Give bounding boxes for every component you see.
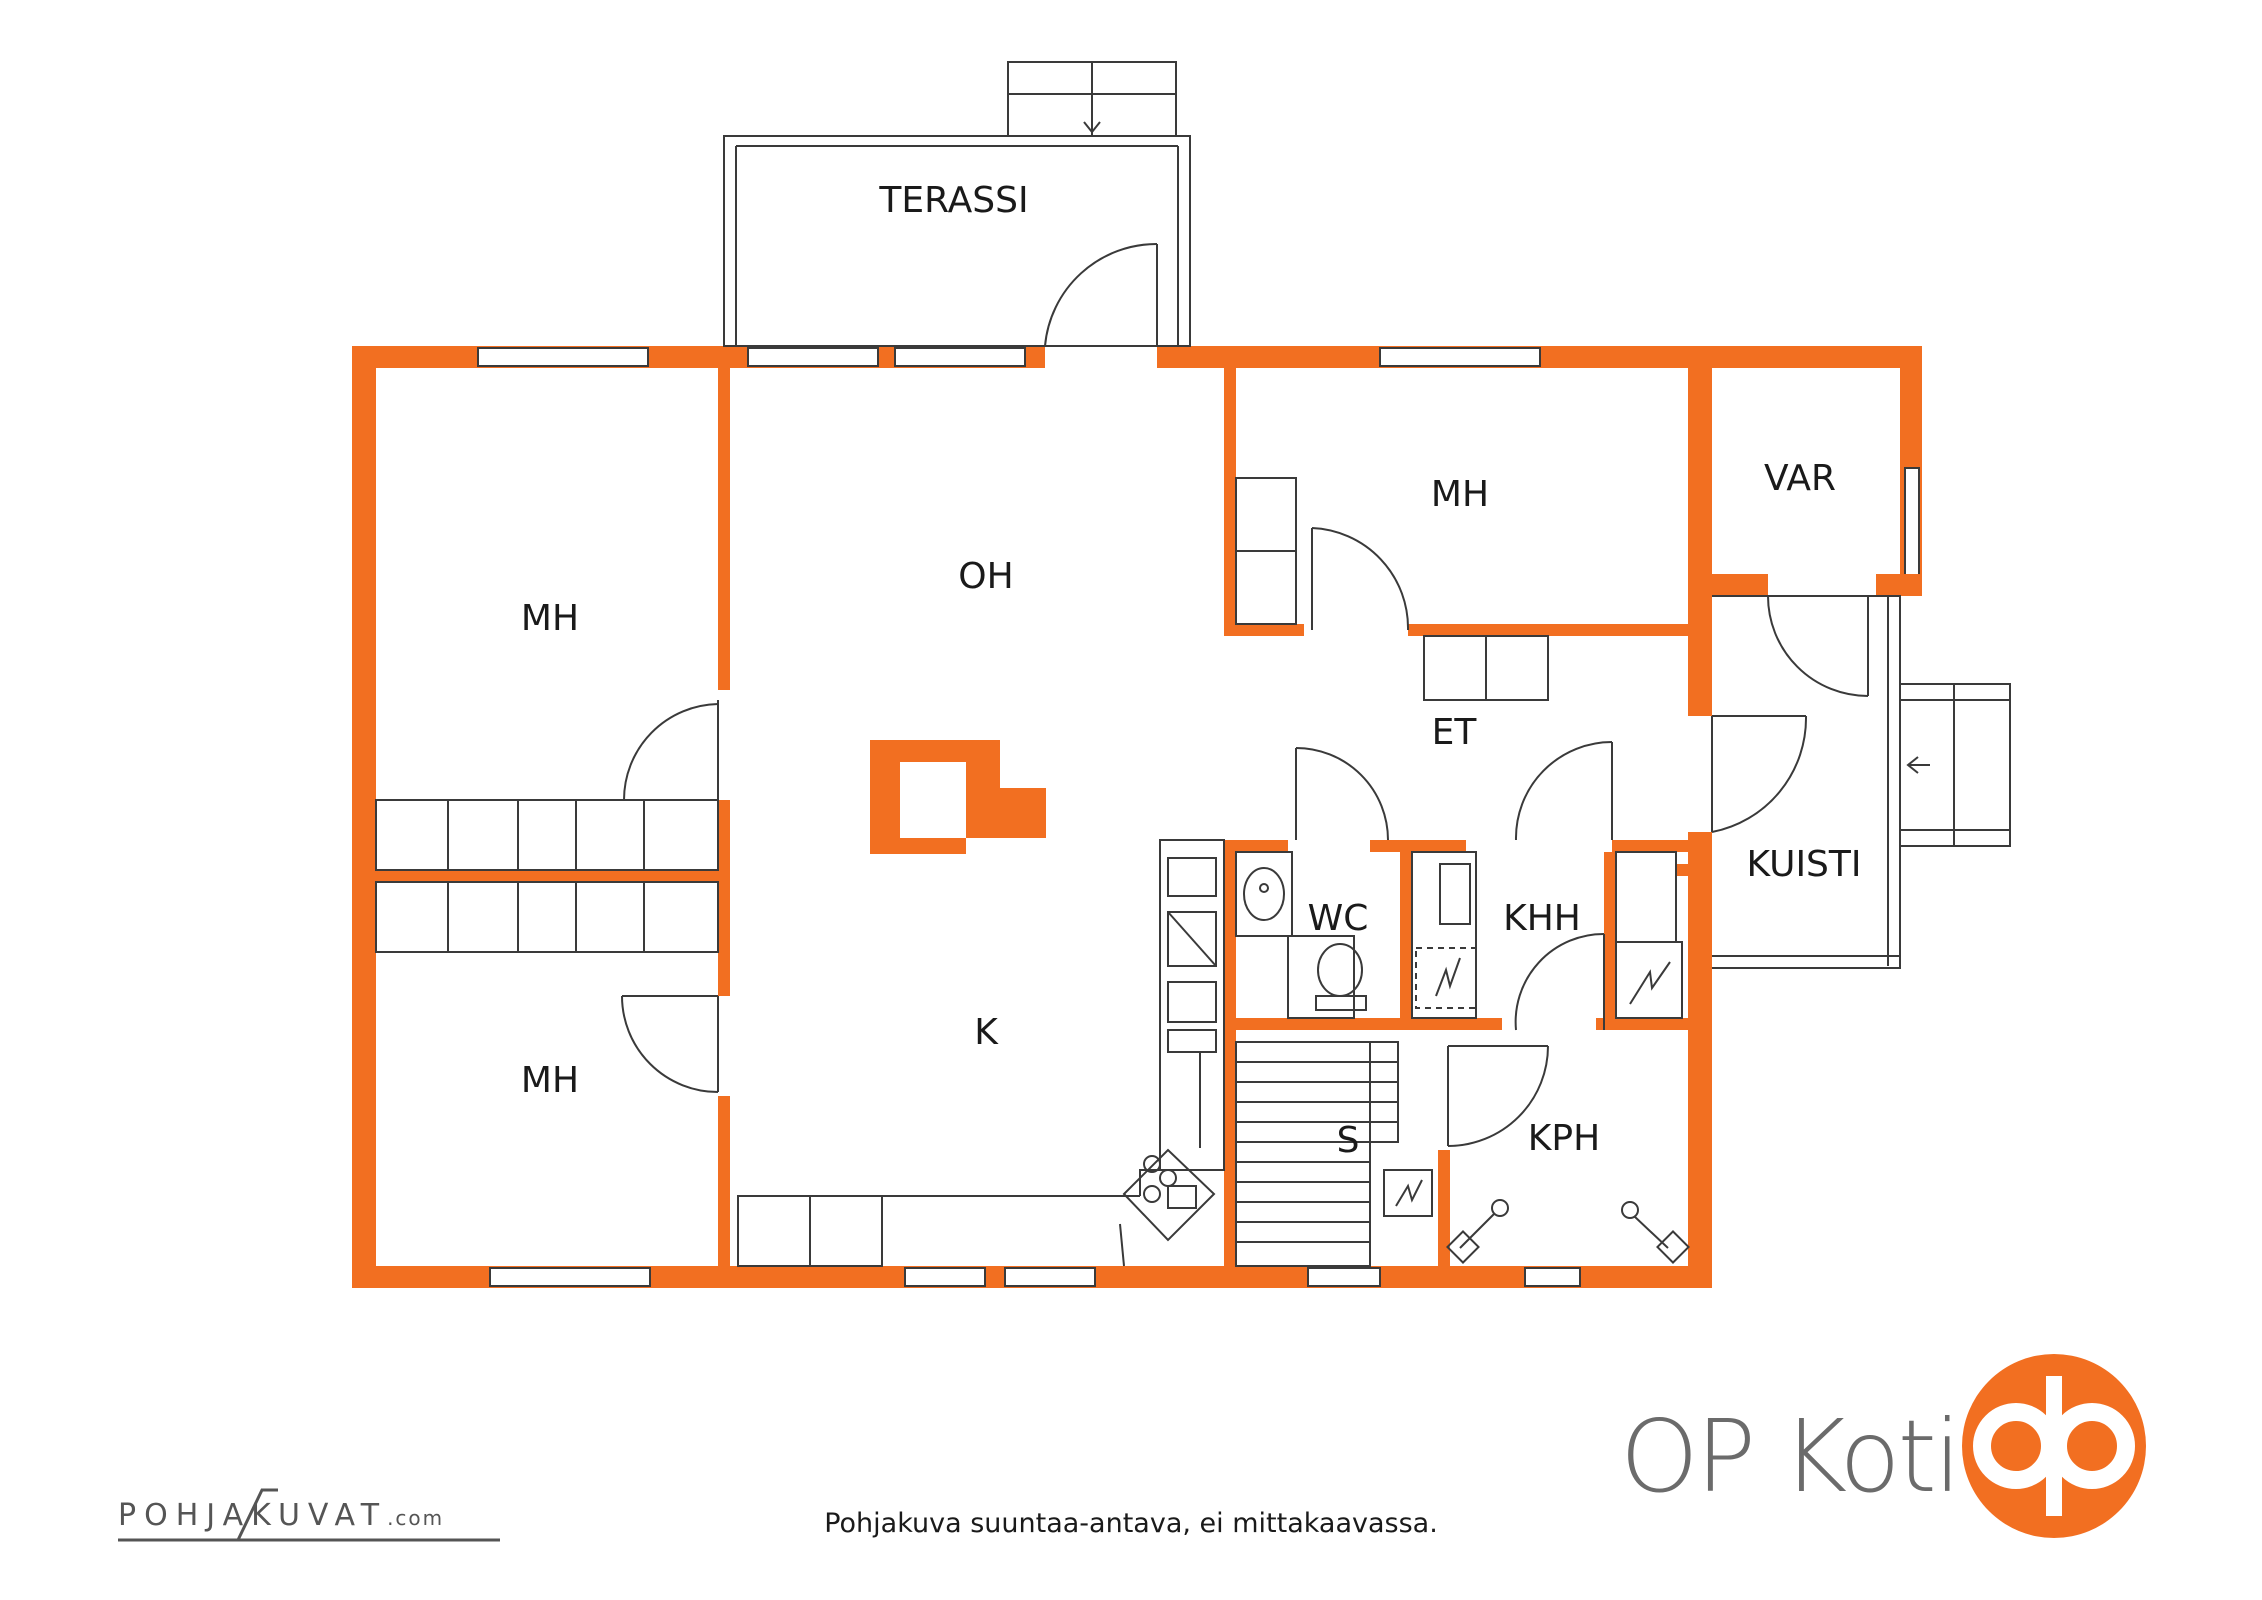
stairs (1235, 1041, 1433, 1267)
terrace (723, 61, 1191, 347)
disclaimer-note: Pohjakuva suuntaa-antava, ei mittakaavas… (824, 1508, 1438, 1539)
interior-walls (376, 368, 1922, 1266)
room-label-mh-top-left: MH (521, 598, 579, 639)
maker-logo: POHJAKUVAT.com (118, 1498, 444, 1533)
maker-logo-mark (118, 1488, 500, 1542)
wc-fixtures (1235, 851, 1367, 1019)
room-label-khh: KHH (1503, 898, 1581, 939)
terrace-door-gap (1045, 346, 1157, 368)
porch (1711, 595, 2011, 969)
room-label-et: ET (1432, 712, 1478, 753)
room-label-oh: OH (958, 556, 1013, 597)
room-label-wc: WC (1308, 898, 1369, 939)
room-label-kuisti: KUISTI (1746, 844, 1861, 885)
room-label-kph: KPH (1528, 1118, 1600, 1159)
room-label-mh-bottom-left: MH (521, 1060, 579, 1101)
kitchen (737, 839, 1225, 1267)
windows (477, 347, 1920, 1287)
op-logo-icon (1962, 1354, 2146, 1538)
maker-suffix: .com (387, 1506, 445, 1530)
brand-name: OP Koti (1620, 1398, 1962, 1515)
room-label-mh-top-right: MH (1431, 474, 1489, 515)
kph-fixtures (1446, 1199, 1690, 1264)
wardrobes (375, 477, 1549, 953)
room-label-var: VAR (1764, 458, 1836, 499)
room-label-k: K (974, 1012, 999, 1053)
doors (621, 527, 1613, 1147)
exterior-walls (352, 346, 1922, 1288)
fireplace (870, 740, 1046, 854)
room-label-s: S (1337, 1120, 1360, 1161)
khh-fixtures (1411, 851, 1683, 1019)
maker-name: POHJAKUVAT (118, 1498, 388, 1533)
room-label-terassi: TERASSI (878, 180, 1028, 221)
